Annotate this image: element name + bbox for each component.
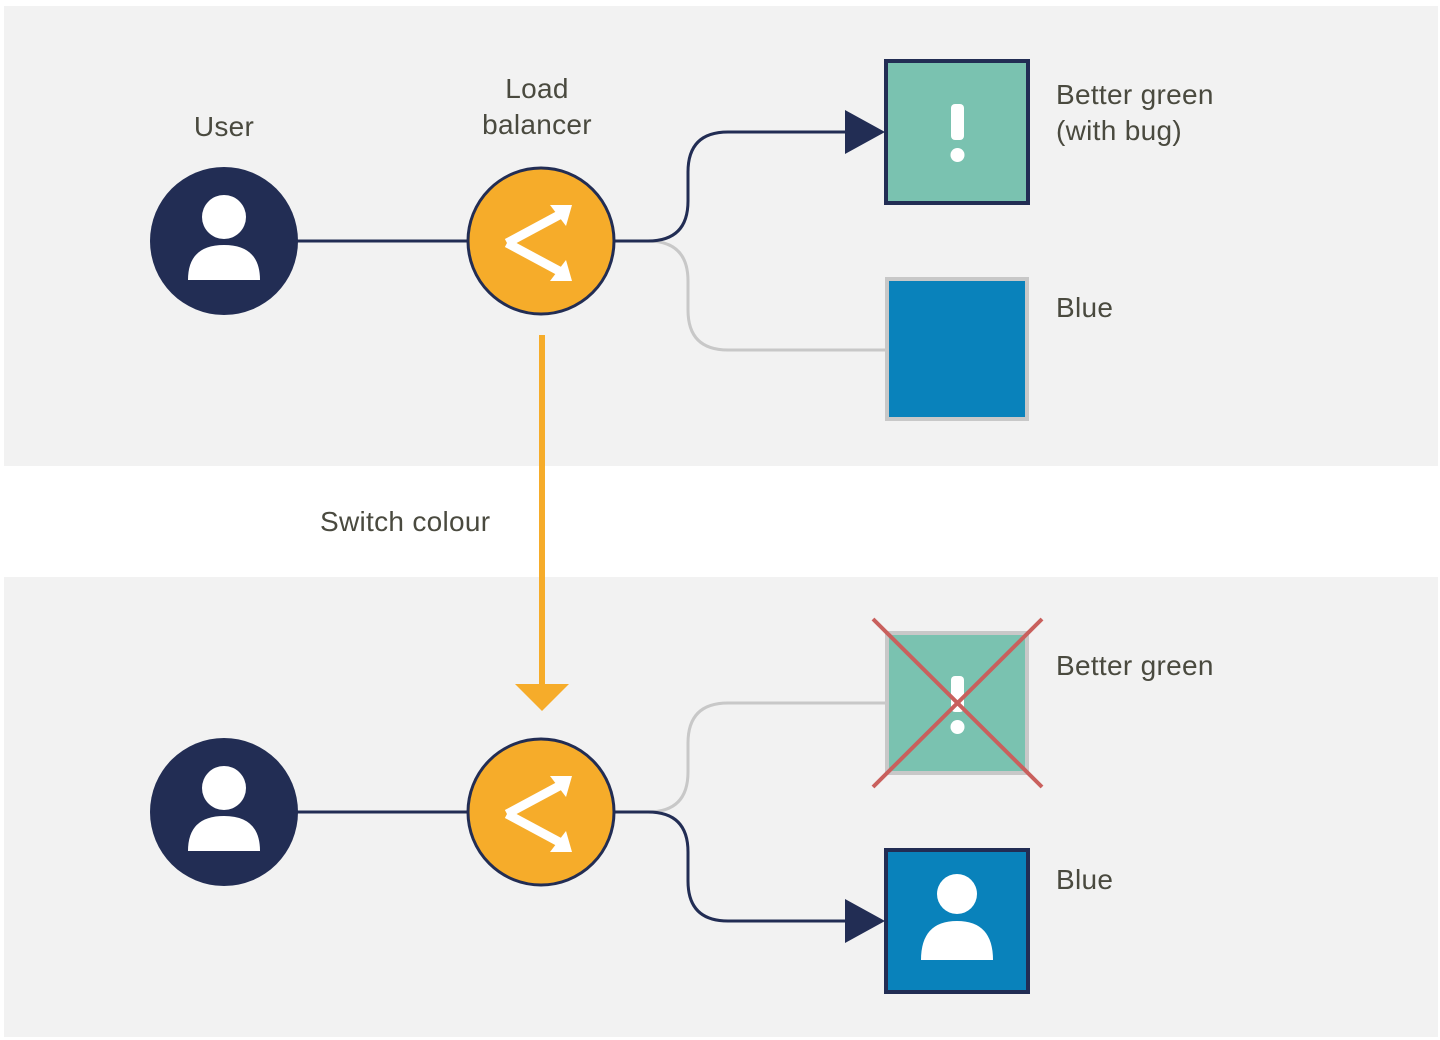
top-active-route [614, 130, 848, 243]
bottom-green-label: Better green [1056, 650, 1214, 681]
user-icon [188, 195, 260, 280]
bottom-inactive-route [614, 701, 885, 814]
load-balancer-label: Load balancer [482, 73, 592, 140]
top-green-label: Better green (with bug) [1056, 79, 1214, 146]
bottom-active-route [614, 810, 848, 923]
warning-icon [950, 676, 965, 734]
user-icon [188, 766, 260, 851]
cross-mark-icon [871, 617, 1044, 789]
user-icon [921, 874, 993, 960]
top-scenario [150, 59, 1030, 421]
top-blue-box [885, 277, 1029, 421]
bottom-scenario [150, 617, 1044, 994]
top-blue-label: Blue [1056, 292, 1114, 323]
switch-arrow [515, 335, 569, 711]
load-balancer-icon [504, 781, 564, 847]
arrow-icon [845, 110, 885, 154]
user-label: User [193, 111, 255, 142]
bottom-blue-label: Blue [1056, 864, 1114, 895]
arrow-icon [845, 899, 885, 943]
bottom-green-box [871, 617, 1044, 789]
switch-colour-label: Switch colour [320, 506, 491, 537]
top-user-node [150, 167, 298, 315]
top-green-box [884, 59, 1030, 205]
warning-icon [950, 104, 965, 162]
bottom-blue-box [884, 848, 1030, 994]
load-balancer-icon [504, 210, 564, 276]
arrow-icon [515, 684, 569, 711]
top-inactive-route [614, 239, 885, 352]
bottom-user-node [150, 738, 298, 886]
bottom-load-balancer-node [466, 737, 616, 887]
top-load-balancer-node [466, 166, 616, 316]
